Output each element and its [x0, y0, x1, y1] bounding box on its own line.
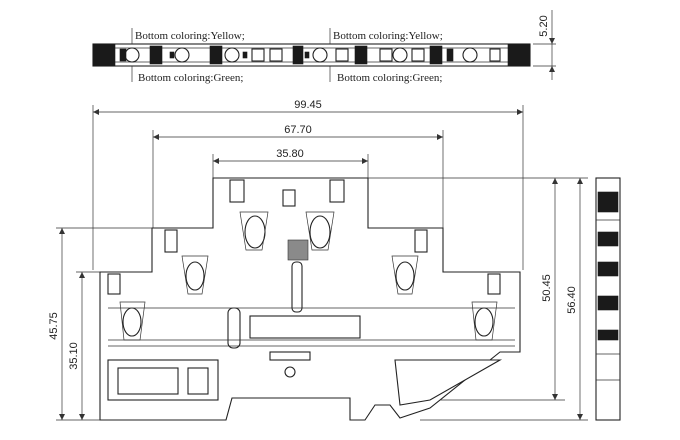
- terminal-profile-view: [595, 177, 621, 421]
- dim-67-70: 67.70: [284, 124, 312, 136]
- dim-50-45: 50.45: [541, 274, 553, 302]
- note-bottom-right: Bottom coloring:Green;: [337, 72, 442, 84]
- note-top-right: Bottom coloring:Yellow;: [333, 30, 443, 42]
- terminal-side-view: [99, 177, 521, 421]
- dim-5-20: 5.20: [538, 15, 550, 36]
- dim-35-10: 35.10: [68, 342, 80, 370]
- note-bottom-left: Bottom coloring:Green;: [138, 72, 243, 84]
- dim-45-75: 45.75: [48, 312, 60, 340]
- dim-35-80: 35.80: [276, 148, 304, 160]
- dim-56-40: 56.40: [566, 286, 578, 314]
- dim-lines-horizontal: [92, 105, 524, 270]
- dim-99-45: 99.45: [294, 99, 322, 111]
- note-top-left: Bottom coloring:Yellow;: [135, 30, 245, 42]
- top-view-strip: [92, 28, 531, 82]
- dim-line-5-20: [533, 10, 556, 80]
- dim-lines-vertical: [56, 177, 588, 421]
